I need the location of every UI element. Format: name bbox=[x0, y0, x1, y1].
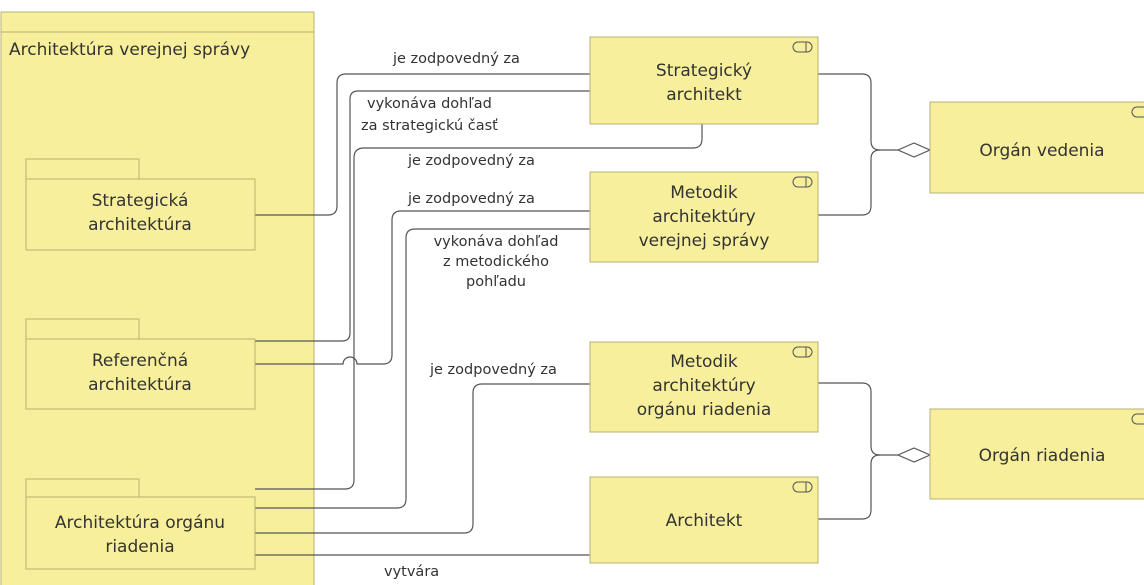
edge-label-dohlad-metodicky: pohľadu bbox=[466, 274, 526, 290]
role-label: architektúry bbox=[652, 376, 755, 396]
role-icon bbox=[1131, 413, 1144, 425]
role-label: verejnej správy bbox=[639, 231, 770, 251]
role-label: Metodik bbox=[670, 352, 738, 372]
role-label: Strategický bbox=[656, 61, 752, 81]
role-icon bbox=[1131, 106, 1144, 118]
conn-strat-arch-to-strategicky-architekt bbox=[255, 73, 590, 216]
aggregation-diamond-vedenia bbox=[896, 142, 932, 158]
conn-organ-to-metodik-avs bbox=[255, 228, 590, 509]
edge-label-dohlad-strategicka: za strategickú časť bbox=[361, 118, 498, 134]
package-label: Strategická bbox=[92, 191, 189, 211]
role-icon bbox=[792, 346, 813, 358]
package-label: architektúra bbox=[88, 375, 192, 395]
role-icon bbox=[792, 176, 813, 188]
role-icon bbox=[792, 481, 813, 493]
edge-label-zodpovedny: je zodpovedný za bbox=[429, 362, 557, 378]
package-strategicka-architektura[interactable]: Strategická architektúra bbox=[25, 158, 256, 251]
edge-label-dohlad-metodicky: vykonáva dohľad bbox=[434, 234, 559, 250]
role-label: architektúry bbox=[652, 207, 755, 227]
role-label: Metodik bbox=[670, 183, 738, 203]
role-metodik-architektury-organu-riadenia[interactable]: Metodik architektúry orgánu riadenia bbox=[589, 341, 819, 433]
role-architekt[interactable]: Architekt bbox=[589, 476, 819, 564]
conn-organ-to-metodik-aor bbox=[255, 383, 590, 534]
conn-architekt-to-organ-riadenia bbox=[818, 454, 881, 520]
package-label: Referenčná bbox=[92, 351, 188, 371]
role-label: Orgán riadenia bbox=[979, 446, 1106, 466]
edge-label-dohlad-strategicka: vykonáva dohľad bbox=[367, 96, 492, 112]
container-label: Architektúra verejnej správy bbox=[9, 40, 250, 60]
role-label: orgánu riadenia bbox=[637, 400, 772, 420]
role-metodik-architektury-verejnej-spravy[interactable]: Metodik architektúry verejnej správy bbox=[589, 171, 819, 263]
connectors bbox=[255, 73, 932, 556]
conn-strategicky-architekt-to-organ-vedenia bbox=[818, 73, 898, 151]
conn-ref-to-strategicky-architekt bbox=[255, 90, 590, 342]
package-label: Architektúra orgánu bbox=[55, 513, 225, 533]
role-label: architekt bbox=[666, 85, 742, 105]
aggregation-diamond-riadenia bbox=[896, 447, 932, 463]
role-label: Architekt bbox=[666, 511, 743, 531]
conn-metodik-aor-to-organ-riadenia bbox=[818, 382, 898, 456]
package-label: riadenia bbox=[105, 537, 174, 557]
role-label: Orgán vedenia bbox=[979, 141, 1104, 161]
edge-label-zodpovedny: je zodpovedný za bbox=[407, 191, 535, 207]
package-architektura-organu-riadenia[interactable]: Architektúra orgánu riadenia bbox=[25, 478, 256, 570]
package-label: architektúra bbox=[88, 215, 192, 235]
role-icon bbox=[792, 41, 813, 53]
conn-metodik-avs-to-organ-vedenia bbox=[818, 149, 881, 216]
edge-label-dohlad-metodicky: z metodického bbox=[443, 254, 549, 270]
role-strategicky-architekt[interactable]: Strategický architekt bbox=[589, 36, 819, 125]
edge-label-zodpovedny: je zodpovedný za bbox=[392, 51, 520, 67]
package-referencna-architektura[interactable]: Referenčná architektúra bbox=[25, 318, 256, 410]
conn-ref-to-metodik-avs bbox=[255, 210, 590, 365]
role-organ-vedenia[interactable]: Orgán vedenia bbox=[929, 101, 1144, 194]
edge-labels: je zodpovedný za vykonáva dohľad za stra… bbox=[361, 51, 558, 580]
conn-organ-to-strategicky-architekt bbox=[255, 124, 703, 490]
edge-label-vytvara: vytvára bbox=[384, 564, 439, 580]
edge-label-zodpovedny: je zodpovedný za bbox=[407, 153, 535, 169]
role-organ-riadenia[interactable]: Orgán riadenia bbox=[929, 408, 1144, 500]
